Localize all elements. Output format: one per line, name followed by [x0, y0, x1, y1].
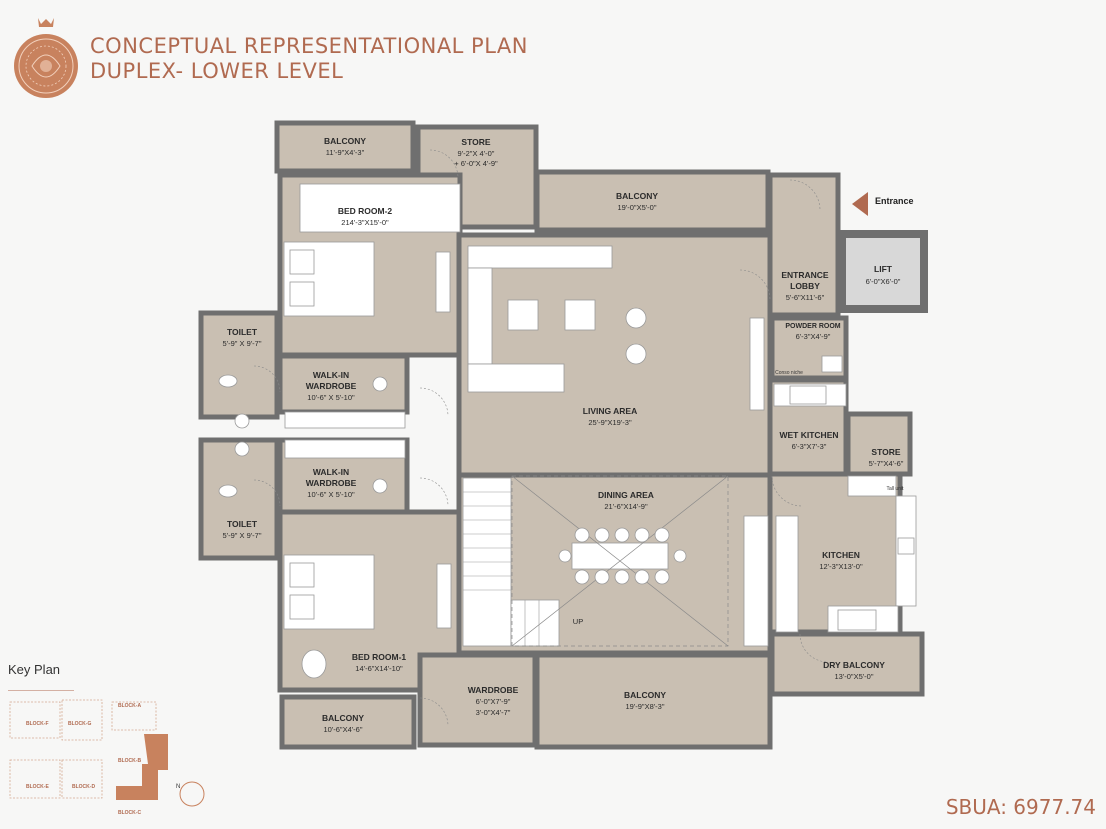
balcony-top-left-label: BALCONY	[324, 136, 366, 146]
plan-title: CONCEPTUAL REPRESENTATIONAL PLAN	[90, 34, 528, 58]
bed-room-2-label: BED ROOM-2	[338, 206, 393, 216]
brand-logo-icon	[14, 18, 78, 98]
wet-kitchen-label: WET KITCHEN	[779, 430, 838, 440]
key-block-g: BLOCK-G	[68, 721, 91, 727]
store-right-dim: 5'-7"X4'-6"	[869, 459, 904, 468]
key-block-c: BLOCK-C	[118, 810, 141, 816]
north-compass-icon	[179, 781, 205, 807]
plan-subtitle: DUPLEX- LOWER LEVEL	[90, 59, 344, 83]
wardrobe-label: WARDROBE	[468, 685, 519, 695]
lift-dim: 6'-0"X6'-0"	[866, 277, 901, 286]
balcony-bottom-label: BALCONY	[624, 690, 666, 700]
entrance-arrow-icon	[852, 192, 868, 216]
walkin-bottom-dim: 10'-6" X 5'-10"	[307, 490, 355, 499]
balcony-bottom-left-dim: 10'-6"X4'-6"	[323, 725, 362, 734]
tall-unit-note: Tall unit	[887, 486, 905, 492]
entrance-lobby-label-1: ENTRANCE	[781, 270, 829, 280]
toilet-bottom-label: TOILET	[227, 519, 258, 529]
key-block-a: BLOCK-A	[118, 703, 141, 709]
balcony-bottom-dim: 19'-9"X8'-3"	[625, 702, 664, 711]
dry-balcony-dim: 13'-0"X5'-0"	[834, 672, 873, 681]
sbua-area: SBUA: 6977.74	[945, 795, 1096, 819]
key-plan: BLOCK-A BLOCK-B BLOCK-C BLOCK-D BLOCK-E …	[8, 690, 205, 816]
living-area-label: LIVING AREA	[583, 406, 637, 416]
dining-area-dim: 21'-6"X14'-9"	[604, 502, 648, 511]
walkin-top-dim: 10'-6" X 5'-10"	[307, 393, 355, 402]
key-block-e: BLOCK-E	[26, 784, 49, 790]
entrance-label: Entrance	[875, 196, 914, 206]
balcony-bottom-left-label: BALCONY	[322, 713, 364, 723]
kitchen-label: KITCHEN	[822, 550, 860, 560]
store-right-label: STORE	[871, 447, 900, 457]
store-top-label: STORE	[461, 137, 490, 147]
store-top-dim2: + 6'-0"X 4'-9"	[454, 159, 498, 168]
dining-area-label: DINING AREA	[598, 490, 654, 500]
lift-label: LIFT	[874, 264, 893, 274]
stair-up-label: UP	[573, 617, 583, 626]
powder-room-label: POWDER ROOM	[785, 323, 840, 330]
key-plan-title: Key Plan	[8, 662, 61, 677]
bed-room-1-dim: 14'-6"X14'-10"	[355, 664, 403, 673]
toilet-top-dim: 5'-9" X 9'-7"	[222, 339, 261, 348]
powder-room-dim: 6'-3"X4'-9"	[796, 332, 831, 341]
walkin-top-label-1: WALK-IN	[313, 370, 349, 380]
walkin-bottom-label-2: WARDROBE	[306, 478, 357, 488]
conso-niche-note: Conso niche	[775, 370, 803, 376]
wet-kitchen-dim: 6'-3"X7'-3"	[792, 442, 827, 451]
key-block-b: BLOCK-B	[118, 758, 141, 764]
bed-room-2-dim: 214'-3"X15'-0"	[341, 218, 389, 227]
balcony-top-left-dim: 11'-9"X4'-3"	[326, 148, 365, 157]
key-block-d: BLOCK-D	[72, 784, 95, 790]
north-label: N	[176, 784, 180, 790]
wardrobe-dim2: 3'-0"X4'-7"	[476, 708, 511, 717]
wardrobe-dim1: 6'-0"X7'-9"	[476, 697, 511, 706]
balcony-top-label: BALCONY	[616, 191, 658, 201]
entrance-lobby-dim: 5'-6"X11'-6"	[786, 293, 825, 302]
store-top-dim1: 9'-2"X 4'-0"	[458, 149, 495, 158]
bed-room-1-label: BED ROOM-1	[352, 652, 407, 662]
key-block-f: BLOCK-F	[26, 721, 49, 727]
kitchen-dim: 12'-3"X13'-0"	[819, 562, 863, 571]
walkin-top-label-2: WARDROBE	[306, 381, 357, 391]
living-area-dim: 25'-9"X19'-3"	[588, 418, 632, 427]
walkin-bottom-label-1: WALK-IN	[313, 467, 349, 477]
dry-balcony-label: DRY BALCONY	[823, 660, 885, 670]
balcony-top-dim: 19'-0"X5'-0"	[617, 203, 656, 212]
entrance-lobby-label-2: LOBBY	[790, 281, 820, 291]
toilet-bottom-dim: 5'-9" X 9'-7"	[222, 531, 261, 540]
toilet-top-label: TOILET	[227, 327, 258, 337]
